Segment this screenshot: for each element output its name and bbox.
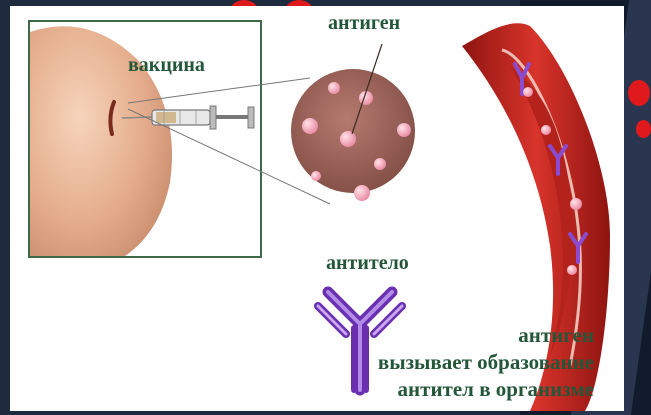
antigen-magnified-disc — [291, 44, 415, 201]
antigen-particle-icon — [340, 131, 356, 147]
antigen-particle-icon — [354, 185, 370, 201]
vaccine-label: вакцина — [128, 54, 205, 77]
caption-block: антиген вызывает образование антител в о… — [378, 322, 594, 403]
antigen-label: антиген — [328, 12, 400, 35]
decorative-red-dot — [628, 80, 650, 106]
zoom-line-top — [128, 78, 310, 103]
antigen-particle-icon — [374, 158, 386, 170]
antigen-particle-icon — [397, 123, 411, 137]
antigen-particle-icon — [302, 118, 318, 134]
antibody-label: антитело — [326, 252, 409, 275]
caption-line-2: вызывает образование — [378, 349, 594, 376]
caption-line-1: антиген — [378, 322, 594, 349]
diagram-panel: вакцина антиген антитело антиген вызывае… — [10, 6, 624, 411]
caption-line-3: антител в организме — [378, 376, 594, 403]
antigen-particle-icon — [328, 82, 340, 94]
vessel-antigen-particle — [567, 265, 577, 275]
decorative-red-dot — [636, 120, 651, 138]
vessel-antigen-particle — [570, 198, 582, 210]
antigen-particle-icon — [311, 171, 321, 181]
vessel-antigen-particle — [541, 125, 551, 135]
vessel-antigen-particle — [523, 87, 533, 97]
